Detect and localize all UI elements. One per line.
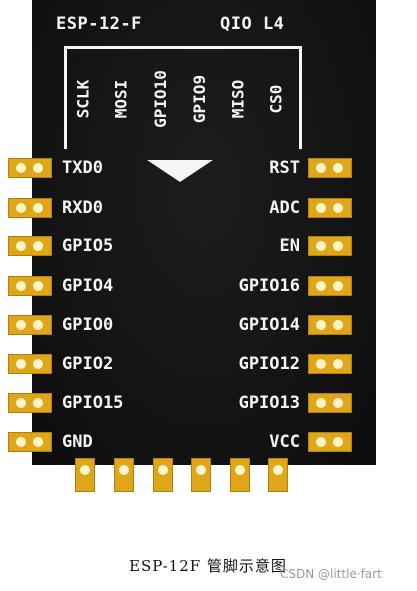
right-pin-label: GPIO16 <box>238 276 300 296</box>
flash-mode-label: QIO L4 <box>220 14 285 34</box>
left-pin-label: GND <box>62 432 93 452</box>
left-pin-label: GPIO0 <box>62 315 114 335</box>
right-pin-pad <box>308 354 352 374</box>
right-pin-pad <box>308 158 352 178</box>
right-pin-pad <box>308 432 352 452</box>
bottom-pin-pad <box>114 458 134 492</box>
bottom-pin-pad <box>230 458 250 492</box>
right-pin-pad <box>308 276 352 296</box>
figure-caption: ESP-12F 管脚示意图 <box>129 557 287 575</box>
left-pin-pad <box>8 276 52 296</box>
bottom-pin-pad <box>75 458 95 492</box>
right-pin-pad <box>308 236 352 256</box>
module-board <box>32 0 376 465</box>
left-pin-label: GPIO5 <box>62 236 114 256</box>
right-pin-label: GPIO13 <box>238 393 300 413</box>
right-pin-label: RST <box>269 158 300 178</box>
left-pin-label: GPIO15 <box>62 393 124 413</box>
left-pin-pad <box>8 236 52 256</box>
pin1-arrow-marker <box>147 160 213 182</box>
top-label: GPIO10 <box>151 70 171 128</box>
top-label: MOSI <box>111 79 130 119</box>
left-pin-pad <box>8 393 52 413</box>
right-pin-pad <box>308 315 352 335</box>
top-label: MISO <box>228 79 247 119</box>
bottom-pin-pad <box>153 458 173 492</box>
bottom-pin-pad <box>191 458 211 492</box>
left-pin-label: GPIO2 <box>62 354 114 374</box>
left-pin-pad <box>8 315 52 335</box>
left-pin-pad <box>8 198 52 218</box>
left-pin-pad <box>8 354 52 374</box>
esp12f-diagram: ESP-12-F QIO L4 SCLK MOSI GPIO10 GPIO9 M… <box>8 0 376 492</box>
right-pin-label: ADC <box>269 198 300 218</box>
left-pin-label: TXD0 <box>62 158 103 178</box>
top-label: GPIO9 <box>190 74 210 124</box>
left-pin-pad <box>8 432 52 452</box>
right-pin-pad <box>308 198 352 218</box>
right-pin-pad <box>308 393 352 413</box>
left-pin-pad <box>8 158 52 178</box>
right-pin-label: EN <box>279 236 300 256</box>
left-pin-label: GPIO4 <box>62 276 114 296</box>
bottom-pin-pad <box>268 458 288 492</box>
module-name-label: ESP-12-F <box>56 14 142 34</box>
watermark: CSDN @little·fart <box>280 567 382 581</box>
right-pin-label: VCC <box>269 432 300 452</box>
antenna-outline <box>64 46 302 149</box>
left-pin-label: RXD0 <box>62 198 103 218</box>
right-pin-label: GPIO12 <box>238 354 300 374</box>
right-pin-label: GPIO14 <box>238 315 300 335</box>
top-label: CS0 <box>266 84 285 114</box>
top-label: SCLK <box>73 79 92 119</box>
